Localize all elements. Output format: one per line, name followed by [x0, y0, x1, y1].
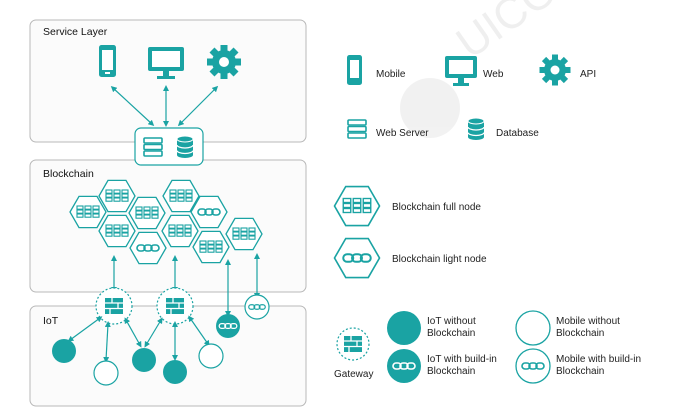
mobile-device	[93, 360, 119, 386]
legend-full-node-label: Blockchain full node	[392, 202, 481, 213]
legend-api-label: API	[580, 69, 596, 80]
legend-web-icon	[445, 56, 477, 86]
legend-iot-with-line2: Blockchain	[427, 366, 475, 377]
database-icon	[176, 135, 194, 159]
legend-web-server-icon	[347, 119, 367, 139]
legend-mobile-with-line1: Mobile with build-in	[556, 354, 641, 365]
service-layer-title: Service Layer	[43, 26, 108, 38]
gateway-node	[95, 287, 133, 325]
iot-device	[163, 360, 187, 384]
legend-mobile-without-icon	[515, 310, 551, 346]
backend-box	[134, 127, 204, 166]
legend-database-icon	[467, 117, 485, 141]
web-monitor-icon	[148, 47, 184, 79]
legend-mobile-label: Mobile	[376, 69, 406, 80]
legend-web-label: Web	[483, 69, 504, 80]
iot-device	[52, 339, 76, 363]
legend-mobile-without-line1: Mobile without	[556, 316, 620, 327]
mobile-link-arrow	[110, 85, 155, 127]
legend-light-node-icon	[335, 239, 380, 278]
legend-iot-with-icon	[387, 349, 421, 383]
iot-title: IoT	[43, 315, 59, 327]
legend-gateway-icon	[336, 327, 370, 361]
legend-iot-without-icon	[387, 311, 421, 345]
mobile-icon	[99, 45, 116, 77]
legend-iot-without-line1: IoT without	[427, 316, 476, 327]
mobile-with-blockchain-node	[244, 294, 270, 320]
legend-gear-icon	[539, 54, 571, 86]
legend-iot-with-line1: IoT with build-in	[427, 354, 497, 365]
legend-mobile-without-line2: Blockchain	[556, 328, 604, 339]
legend-full-node-icon	[333, 185, 381, 227]
legend-database-label: Database	[496, 128, 539, 139]
legend: Mobile Web API We	[333, 54, 641, 384]
legend-mobile-icon	[347, 55, 362, 85]
gateway-node	[156, 287, 194, 325]
service-layer-panel	[29, 19, 307, 143]
api-link-arrow	[177, 85, 219, 127]
legend-mobile-with-icon	[515, 348, 551, 384]
legend-mobile-with-line2: Blockchain	[556, 366, 604, 377]
blockchain-title: Blockchain	[43, 168, 94, 180]
legend-web-server-label: Web Server	[376, 128, 429, 139]
legend-iot-without-line2: Blockchain	[427, 328, 475, 339]
legend-light-node-label: Blockchain light node	[392, 254, 487, 265]
iot-device	[132, 348, 156, 372]
mobile-device	[198, 343, 224, 369]
device-link-arrows	[67, 315, 210, 363]
legend-gateway-label: Gateway	[334, 369, 373, 380]
iot-with-blockchain-node	[216, 314, 240, 338]
gear-icon	[207, 45, 241, 79]
